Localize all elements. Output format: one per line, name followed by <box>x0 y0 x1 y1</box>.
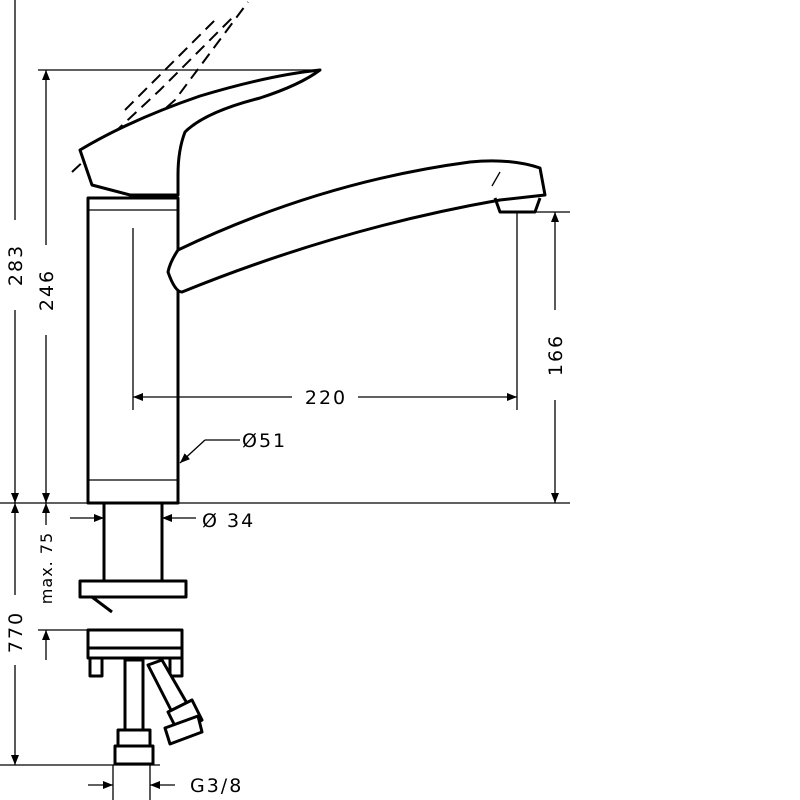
dim-d51: Ø51 <box>179 430 287 464</box>
dim-283: 283 <box>5 0 27 503</box>
dim-770: 770 <box>5 503 27 765</box>
spout <box>166 159 547 294</box>
lever-handle <box>78 68 322 197</box>
dim-d34: Ø 34 <box>70 510 255 532</box>
dim-g38-label: G3/8 <box>190 775 243 797</box>
dim-166-label: 166 <box>545 334 567 376</box>
dim-770-label: 770 <box>5 611 27 653</box>
dim-max75: max. 75 <box>37 503 56 660</box>
dim-d34-label: Ø 34 <box>202 510 255 532</box>
shank <box>102 501 164 583</box>
mounting-plate <box>78 579 188 599</box>
dim-g38: G3/8 <box>88 775 243 797</box>
mounting-nut <box>86 628 184 650</box>
dim-d51-label: Ø51 <box>242 430 287 452</box>
hose-left <box>123 658 145 732</box>
dim-166: 166 <box>544 212 567 503</box>
dim-283-label: 283 <box>5 244 27 286</box>
dim-max75-label: max. 75 <box>37 532 56 604</box>
dim-246: 246 <box>36 70 58 503</box>
dim-220: 220 <box>133 385 517 409</box>
reference-lines <box>0 69 570 800</box>
dim-246-label: 246 <box>36 269 58 311</box>
dim-220-label: 220 <box>305 387 347 409</box>
faucet-body <box>71 1 547 766</box>
